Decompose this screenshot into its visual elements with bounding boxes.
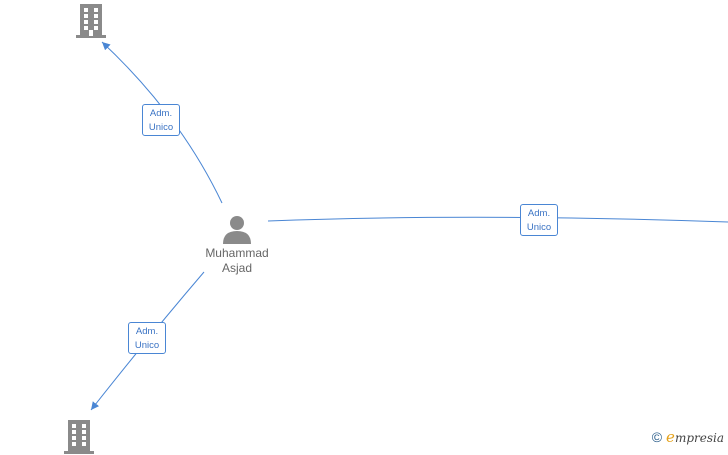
edge-label-role[interactable]: Adm. Unico <box>520 204 558 236</box>
edge-label-role[interactable]: Adm. Unico <box>128 322 166 354</box>
person-icon <box>223 216 251 244</box>
building-icon[interactable] <box>76 3 106 39</box>
person-name: Muhammad Asjad <box>205 246 269 275</box>
brand-logo: empresia <box>666 428 724 446</box>
copyright-icon: © <box>651 429 663 445</box>
edge-label-role[interactable]: Adm. Unico <box>142 104 180 136</box>
person-node[interactable]: Muhammad Asjad <box>196 214 278 276</box>
edge-right-company[interactable] <box>267 216 728 223</box>
watermark: © empresia <box>652 428 724 446</box>
